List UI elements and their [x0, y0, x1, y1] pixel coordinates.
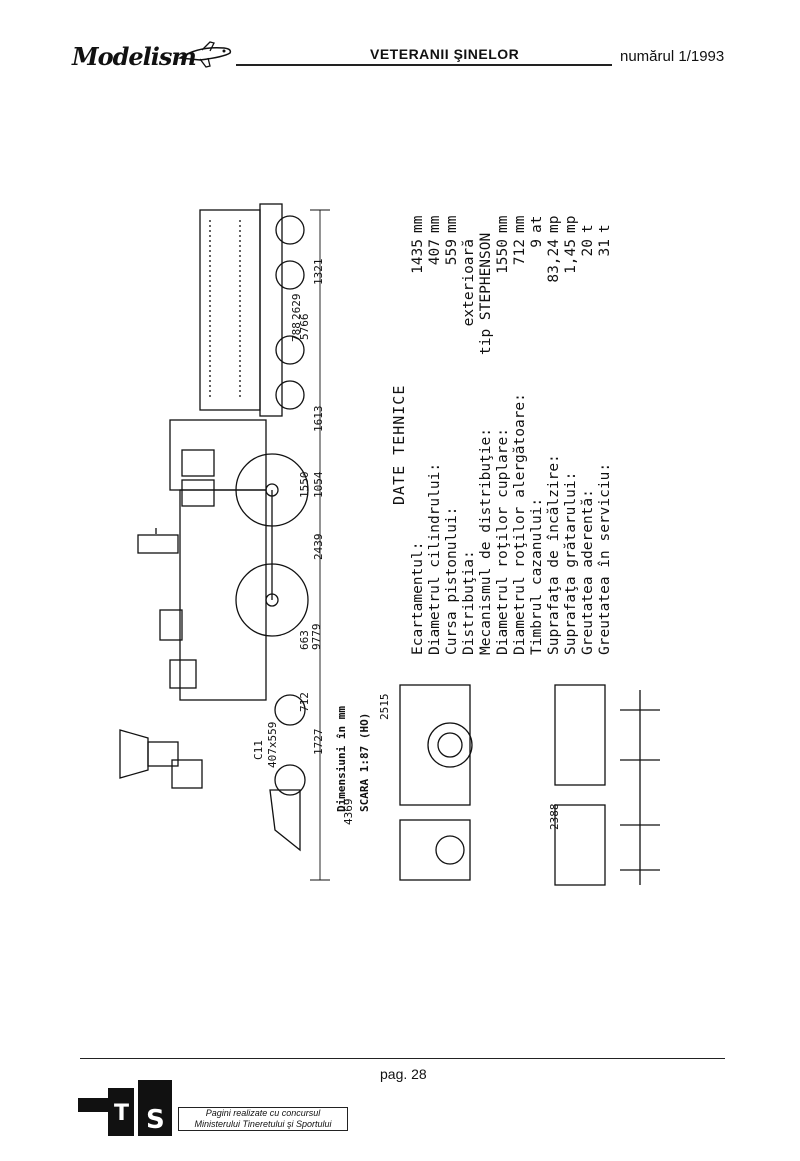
tender-body [199, 209, 261, 411]
spec-value: 1435 [410, 239, 426, 274]
dim-label: 788 [290, 322, 303, 342]
spec-unit: mm [512, 215, 528, 233]
spec-unit: mp [563, 215, 579, 233]
tender-wheel [275, 215, 305, 245]
scale-note: SCARA 1:87 (HO) [358, 712, 371, 812]
spec-unit: mp [546, 215, 562, 233]
dome [137, 534, 179, 554]
dim-label: 1727 [312, 728, 325, 756]
tender-wheel [275, 380, 305, 410]
sand-dome [159, 609, 183, 641]
spec-label: Suprafaţa de încălzire: [546, 454, 562, 655]
front-view-locomotive [399, 684, 471, 806]
spec-label: Distribuţia: [461, 550, 477, 655]
spec-label: Cursa pistonului: [444, 506, 460, 655]
dim-label: 2629 [290, 293, 303, 321]
rear-view-boiler [435, 835, 465, 865]
spec-row: Greutatea aderentă: 20 t [580, 195, 597, 655]
logo-letter-s: S [146, 1105, 165, 1135]
dim-label: 712 [298, 692, 311, 712]
dim-label: 2388 [548, 803, 561, 831]
sponsor-line-2: Ministerului Tineretului şi Sportului [194, 1119, 332, 1129]
spec-label: Ecartamentul: [410, 541, 426, 656]
spec-value: 1550 [495, 239, 511, 274]
spec-unit: mm [444, 215, 460, 233]
spec-label: Mecanismul de distribuţie: [478, 428, 494, 655]
steam-dome [169, 659, 197, 689]
sponsor-note: Pagini realizate cu concursul Ministerul… [178, 1107, 348, 1131]
dim-label: 1550 [298, 471, 311, 499]
dim-label: 9779 [310, 623, 323, 651]
pilot-wheel [274, 694, 306, 726]
page-number: pag. 28 [380, 1066, 427, 1082]
dim-label: 1054 [312, 471, 325, 499]
spec-label: Suprafaţa grătarului: [563, 471, 579, 655]
dim-label: 407x559 [266, 721, 279, 768]
spec-unit [461, 195, 478, 239]
dim-label: 1613 [312, 405, 325, 433]
spec-unit [478, 189, 495, 233]
issue-number: numărul 1/1993 [620, 48, 725, 65]
spec-value: 83,24 [546, 239, 562, 283]
spec-row: Ecartamentul: 1435 mm [410, 195, 427, 655]
dim-label: 2439 [312, 533, 325, 561]
smokestack [119, 729, 149, 779]
cowcatcher [269, 789, 301, 852]
spec-unit: mm [427, 215, 443, 233]
locomotive-technical-drawing [119, 203, 660, 886]
spec-value: 20 [580, 239, 596, 257]
spec-value: 712 [512, 239, 528, 266]
spec-label: Greutatea în serviciu: [597, 462, 613, 655]
tender-wheel [275, 335, 305, 365]
spec-row: Diametrul roţilor cuplare: 1550 mm [495, 195, 512, 655]
boiler [179, 489, 267, 701]
dimensions-note: Dimensiuni în mm [335, 706, 348, 812]
sponsor-line-1: Pagini realizate cu concursul [205, 1108, 321, 1118]
magazine-logo: Modelism [72, 42, 197, 71]
spec-value: tip STEPHENSON [478, 232, 494, 355]
dim-label: C11 [252, 740, 265, 760]
spec-label: Timbrul cazanului: [529, 497, 545, 655]
spec-row: Cursa pistonului: 559 mm [444, 195, 461, 655]
airplane-icon [178, 41, 232, 68]
ministry-logo: T S [78, 1080, 172, 1136]
spec-value: 9 [529, 239, 545, 248]
spec-value: 1,45 [563, 239, 579, 274]
spec-label: Greutatea aderentă: [580, 489, 596, 655]
spec-row: Suprafaţa de încălzire: 83,24 mp [546, 195, 563, 655]
spec-row: Distribuţia: exterioară [461, 195, 478, 655]
spec-label: Diametrul roţilor alergătoare: [512, 393, 528, 655]
spec-value: 407 [427, 239, 443, 266]
spec-label: Diametrul cilindrului: [427, 462, 443, 655]
dim-label: 2515 [378, 693, 391, 721]
spec-row: Suprafaţa grătarului: 1,45 mp [563, 195, 580, 655]
headlight [171, 759, 203, 789]
tender-end-view [554, 684, 606, 786]
dim-label: 663 [298, 630, 311, 650]
section-title: VETERANII ŞINELOR [370, 46, 520, 62]
spec-value: 559 [444, 239, 460, 266]
tender-wheel [275, 260, 305, 290]
spec-label: Diametrul roţilor cuplare: [495, 428, 511, 655]
footer-rule [80, 1058, 725, 1059]
pilot-wheel [274, 764, 306, 796]
header-rule [236, 64, 612, 66]
spec-unit: mm [410, 215, 426, 233]
spec-row: Diametrul cilindrului: 407 mm [427, 195, 444, 655]
dim-label: 1321 [312, 258, 325, 286]
spec-unit: at [529, 215, 545, 233]
spec-unit: t [580, 224, 596, 233]
spec-value: 31 [597, 239, 613, 257]
spec-row: Mecanismul de distribuţie: tip STEPHENSON [478, 195, 495, 655]
spec-row: Greutatea în serviciu: 31 t [597, 195, 614, 655]
logo-letter-t: T [114, 1101, 129, 1126]
spec-value: exterioară [461, 239, 477, 327]
spec-row: Diametrul roţilor alergătoare: 712 mm [512, 195, 529, 655]
spec-row: Timbrul cazanului: 9 at [529, 195, 546, 655]
specs-title: DATE TEHNICE [390, 384, 408, 505]
spec-unit: mm [495, 215, 511, 233]
spec-unit: t [597, 224, 613, 233]
